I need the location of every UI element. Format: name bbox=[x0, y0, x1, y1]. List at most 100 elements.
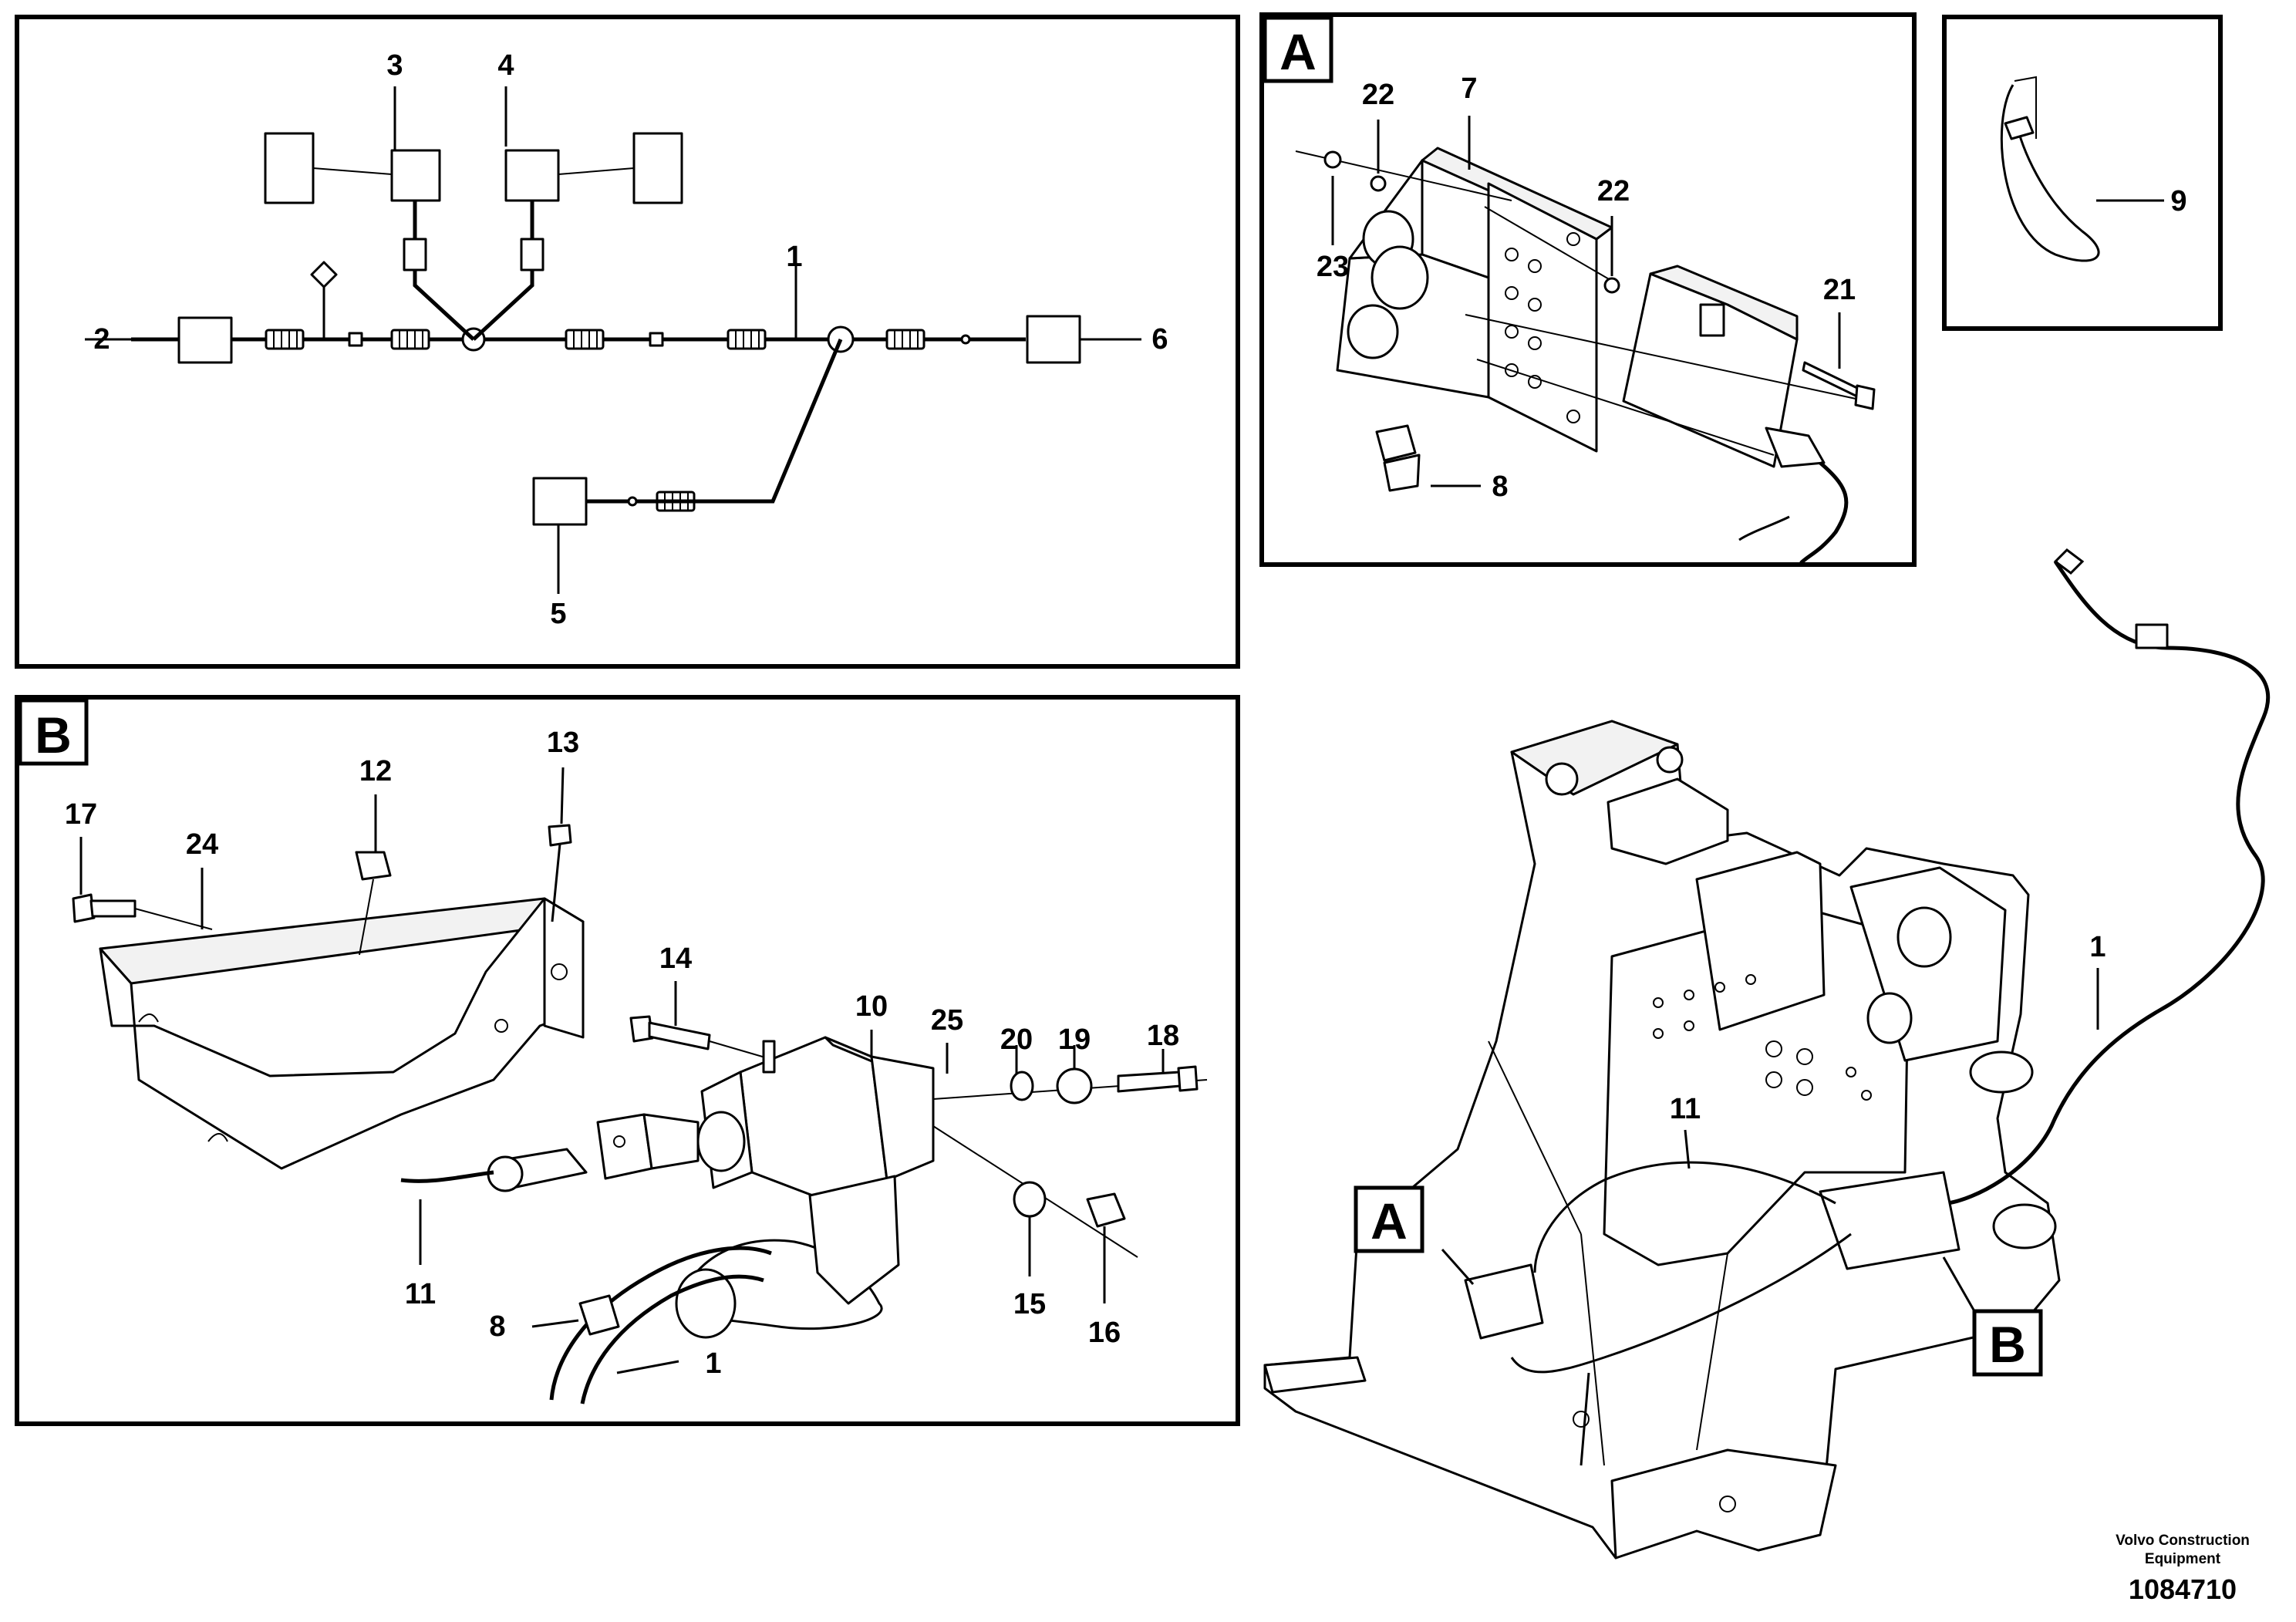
harness-overview-11 bbox=[1533, 1161, 1836, 1273]
flange-nut-12 bbox=[355, 851, 392, 881]
control-unit-3 bbox=[390, 149, 441, 202]
bolt-21-head bbox=[1854, 384, 1876, 410]
splice-dot-lower bbox=[627, 496, 638, 507]
callout-b-8: 8 bbox=[489, 1310, 505, 1343]
cable-tie-panel: 9 bbox=[1942, 15, 2223, 331]
branch-line-3 bbox=[413, 270, 475, 341]
detail-b-label-box bbox=[18, 698, 89, 766]
corrugated-sleeves bbox=[265, 329, 925, 512]
callout-b-1: 1 bbox=[705, 1347, 721, 1380]
cable-tie-tail bbox=[2014, 76, 2037, 139]
company-name-line2: Equipment bbox=[2145, 1551, 2221, 1567]
callout-3: 3 bbox=[386, 49, 403, 82]
callout-b-17: 17 bbox=[65, 798, 97, 831]
overview-label-a: A bbox=[1371, 1192, 1408, 1249]
leader-line-ov-11 bbox=[1684, 1129, 1691, 1169]
harness-overview-branch bbox=[1510, 1233, 1852, 1374]
callout-6: 6 bbox=[1151, 323, 1168, 356]
callout-ov-11: 11 bbox=[1670, 1093, 1701, 1125]
relay-module-top bbox=[1649, 265, 1799, 341]
nut-16 bbox=[1086, 1192, 1126, 1228]
harness-cable-a-strand bbox=[1738, 515, 1790, 541]
link-line-3 bbox=[312, 167, 393, 175]
leader-line-ov-b bbox=[1942, 1256, 1976, 1312]
splice-square-2 bbox=[649, 332, 664, 347]
harness-cable-1-outer bbox=[549, 1246, 772, 1401]
cable-gland-8-nut bbox=[1383, 454, 1421, 492]
assembly-line-22b bbox=[1484, 206, 1620, 286]
cable-gland-8 bbox=[1375, 424, 1417, 462]
linkage-clevis bbox=[642, 1113, 700, 1170]
spacer-19 bbox=[1056, 1067, 1093, 1104]
harness-cable-a bbox=[1799, 461, 1849, 565]
callout-2: 2 bbox=[93, 323, 110, 356]
bolt-14-shank bbox=[648, 1021, 711, 1050]
detail-b-frame bbox=[15, 695, 1240, 1426]
callout-1: 1 bbox=[786, 241, 802, 273]
callout-b-14: 14 bbox=[659, 943, 692, 975]
cable-tie-strap bbox=[2000, 84, 2100, 262]
bolt-17-shank bbox=[89, 899, 137, 918]
unit-right-of-4 bbox=[632, 132, 683, 204]
callout-b-19: 19 bbox=[1058, 1023, 1091, 1056]
cable-11 bbox=[400, 1170, 494, 1183]
sensor-cover-25 bbox=[870, 1055, 935, 1182]
relay-module-terminal bbox=[1699, 303, 1725, 337]
bolt-17-head bbox=[72, 893, 96, 923]
callout-b-10: 10 bbox=[855, 990, 888, 1023]
sensor-shaft-face bbox=[696, 1111, 746, 1172]
frame-upper-plate bbox=[1607, 777, 1729, 865]
callout-b-15: 15 bbox=[1013, 1288, 1046, 1320]
frame-ear-hole-left bbox=[1545, 762, 1579, 796]
document-number: 1084710 bbox=[2129, 1573, 2237, 1605]
frame-edge-3 bbox=[1696, 1253, 1728, 1451]
linkage-arm bbox=[596, 1113, 653, 1180]
leader-line-b-1 bbox=[616, 1360, 679, 1374]
relay-box-a-overview bbox=[1464, 1263, 1544, 1340]
frame-pivot-lower bbox=[1866, 992, 1913, 1044]
connector-box-6 bbox=[1026, 315, 1081, 364]
callout-ov-1: 1 bbox=[2089, 931, 2106, 963]
frame-edge-2 bbox=[1580, 1233, 1605, 1466]
frame-pivot-side bbox=[1969, 1050, 2034, 1094]
connector-box-5 bbox=[532, 477, 588, 526]
detail-a-label-box bbox=[1263, 15, 1333, 83]
detail-a-panel: A bbox=[1259, 12, 1917, 567]
branch-line-4 bbox=[472, 270, 534, 341]
bolt-18-shank bbox=[1117, 1071, 1182, 1093]
leader-line-b-13 bbox=[560, 767, 565, 824]
frame-edge-1 bbox=[1488, 1040, 1582, 1235]
branch-line-5 bbox=[586, 339, 843, 504]
cable-tie-head bbox=[2004, 116, 2035, 140]
cable-tie-frame bbox=[1942, 15, 2223, 331]
screw-13-shank bbox=[551, 843, 561, 922]
bracket-hole-1 bbox=[551, 963, 568, 980]
overview-label-b: B bbox=[1989, 1316, 2026, 1373]
schematic-frame bbox=[15, 15, 1240, 669]
overview-assembly: 1 11 A B bbox=[1263, 548, 2271, 1560]
frame-center-plate bbox=[1603, 905, 1910, 1266]
callout-a-8: 8 bbox=[1492, 470, 1508, 503]
assembly-line-12 bbox=[359, 878, 374, 956]
motor-end-cap bbox=[675, 1268, 737, 1339]
callout-9: 9 bbox=[2170, 185, 2186, 218]
knockout-hole-3 bbox=[1347, 304, 1399, 359]
grommet-8 bbox=[578, 1294, 620, 1336]
assembly-line-connector bbox=[1476, 359, 1775, 456]
leader-line-ov-a bbox=[1441, 1249, 1475, 1285]
frame-ear-hole-right bbox=[1656, 746, 1684, 774]
harness-cable-1-inner bbox=[580, 1274, 764, 1404]
splice-dot bbox=[960, 334, 971, 345]
footer: Volvo Construction Equipment 1084710 bbox=[2116, 1533, 2250, 1605]
detail-b-panel: B bbox=[15, 695, 1240, 1426]
frame-pivot-bottom bbox=[1992, 1203, 2057, 1249]
frame-pivot-upper bbox=[1896, 906, 1952, 968]
harness-connector-a bbox=[1765, 427, 1826, 468]
callout-b-16: 16 bbox=[1088, 1317, 1121, 1349]
cover-bracket-side bbox=[543, 897, 585, 1039]
screw-13-head bbox=[548, 824, 572, 847]
callout-a-7: 7 bbox=[1461, 73, 1477, 105]
callout-a-22-top: 22 bbox=[1362, 79, 1394, 111]
harness-overview-drop bbox=[1580, 1372, 1590, 1466]
